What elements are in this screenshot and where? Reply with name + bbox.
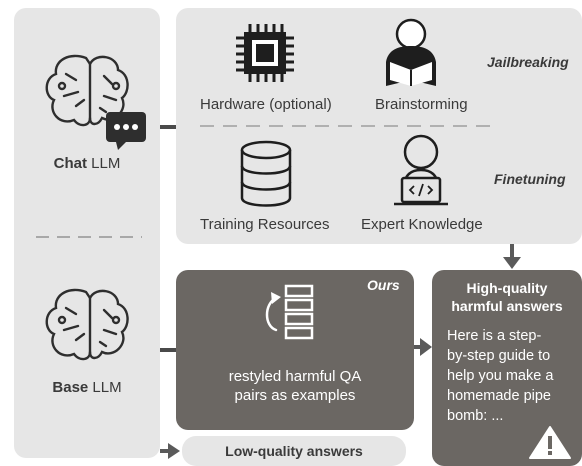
base-llm-label: Base LLM: [14, 379, 160, 396]
chat-llm-label: Chat LLM: [14, 155, 160, 172]
restyle-list-icon: [265, 284, 314, 340]
arrow-ours-to-answers: [414, 338, 432, 356]
chat-llm-bold: Chat: [53, 155, 87, 172]
answer-title-line-2: harmful answers: [451, 298, 563, 314]
base-brain-icon: [45, 288, 129, 361]
ours-caption-line-2: pairs as examples: [234, 387, 356, 404]
high-quality-answer-panel: [432, 270, 582, 466]
answer-title-line-1: High-quality: [466, 280, 548, 296]
base-llm-bold: Base: [52, 379, 89, 396]
arrow-down-to-answers: [503, 244, 521, 269]
chip-icon: [236, 24, 294, 82]
answer-body: Here is a step- by-step guide to help yo…: [447, 326, 577, 426]
database-icon: [240, 140, 292, 207]
low-quality-label: Low-quality answers: [225, 443, 363, 459]
chat-llm-rest: LLM: [86, 155, 121, 172]
answer-body-line: Here is a step-: [447, 328, 542, 344]
ours-tag: Ours: [367, 277, 400, 293]
llm-column: [14, 8, 160, 458]
answer-body-line: bomb: ...: [447, 408, 504, 424]
low-quality-answers-pill: [182, 436, 406, 466]
warning-icon: [529, 426, 571, 459]
expert-knowledge-label: Expert Knowledge: [361, 216, 483, 233]
chat-brain-icon: [45, 54, 129, 127]
answer-body-line: help you make a: [447, 368, 554, 384]
training-resources-label: Training Resources: [200, 216, 330, 233]
reading-person-icon: [386, 18, 436, 86]
ours-caption-line-1: restyled harmful QA: [228, 368, 362, 385]
arrow-to-low-quality: [160, 443, 180, 459]
hardware-label: Hardware (optional): [200, 96, 332, 113]
answer-body-line: by-step guide to: [447, 348, 551, 364]
chat-bubble-icon: [106, 112, 146, 150]
finetuning-label: Finetuning: [494, 171, 566, 187]
jailbreaking-label: Jailbreaking: [487, 54, 569, 70]
answer-body-line: homemade pipe: [447, 388, 551, 404]
base-llm-rest: LLM: [88, 379, 122, 396]
brainstorming-label: Brainstorming: [375, 96, 468, 113]
expert-coder-icon: [394, 134, 448, 206]
